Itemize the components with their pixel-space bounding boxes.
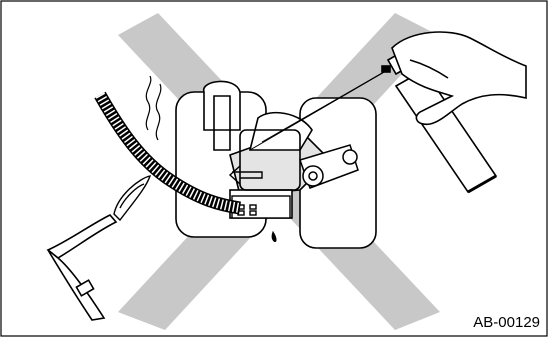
connector (232, 196, 290, 218)
figure-id-label: AB-00129 (473, 314, 540, 331)
